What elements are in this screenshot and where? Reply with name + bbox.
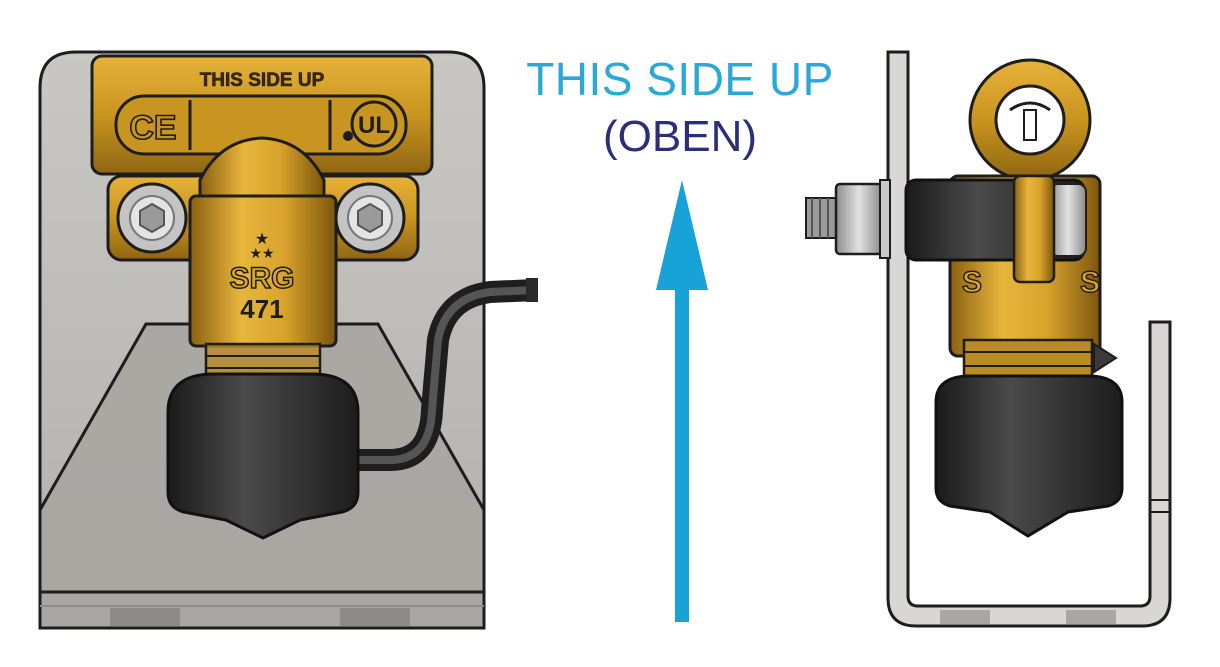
ce-mark-icon: CE bbox=[129, 108, 178, 148]
svg-text:★: ★ bbox=[255, 229, 269, 248]
stars-icon: ★ ★★ bbox=[249, 229, 274, 262]
ul-mark-icon: UL bbox=[343, 100, 398, 148]
up-arrow-icon bbox=[656, 180, 708, 622]
bracket-base bbox=[38, 590, 486, 630]
left-view: THIS SIDE UP CE UL bbox=[38, 50, 538, 630]
brand-partial-far: S bbox=[1080, 266, 1100, 299]
orientation-emboss: THIS SIDE UP bbox=[200, 70, 325, 91]
svg-text:UL: UL bbox=[358, 112, 390, 139]
brand-partial: S bbox=[962, 266, 982, 299]
hex-bolt-icon bbox=[334, 182, 406, 254]
brand-emboss: SRG bbox=[229, 262, 294, 295]
rubber-cap bbox=[166, 372, 360, 540]
caption-line-1: THIS SIDE UP bbox=[526, 53, 834, 105]
model-number: 471 bbox=[240, 294, 283, 324]
svg-text:CE: CE bbox=[129, 109, 176, 147]
hex-bolt-icon bbox=[116, 182, 188, 254]
right-view: S S bbox=[805, 50, 1172, 628]
u-bracket bbox=[886, 50, 1172, 628]
rubber-cap-side bbox=[934, 374, 1124, 538]
hex-nut bbox=[834, 182, 884, 256]
svg-text:★★: ★★ bbox=[249, 246, 274, 262]
caption-line-2: (OBEN) bbox=[603, 112, 757, 161]
